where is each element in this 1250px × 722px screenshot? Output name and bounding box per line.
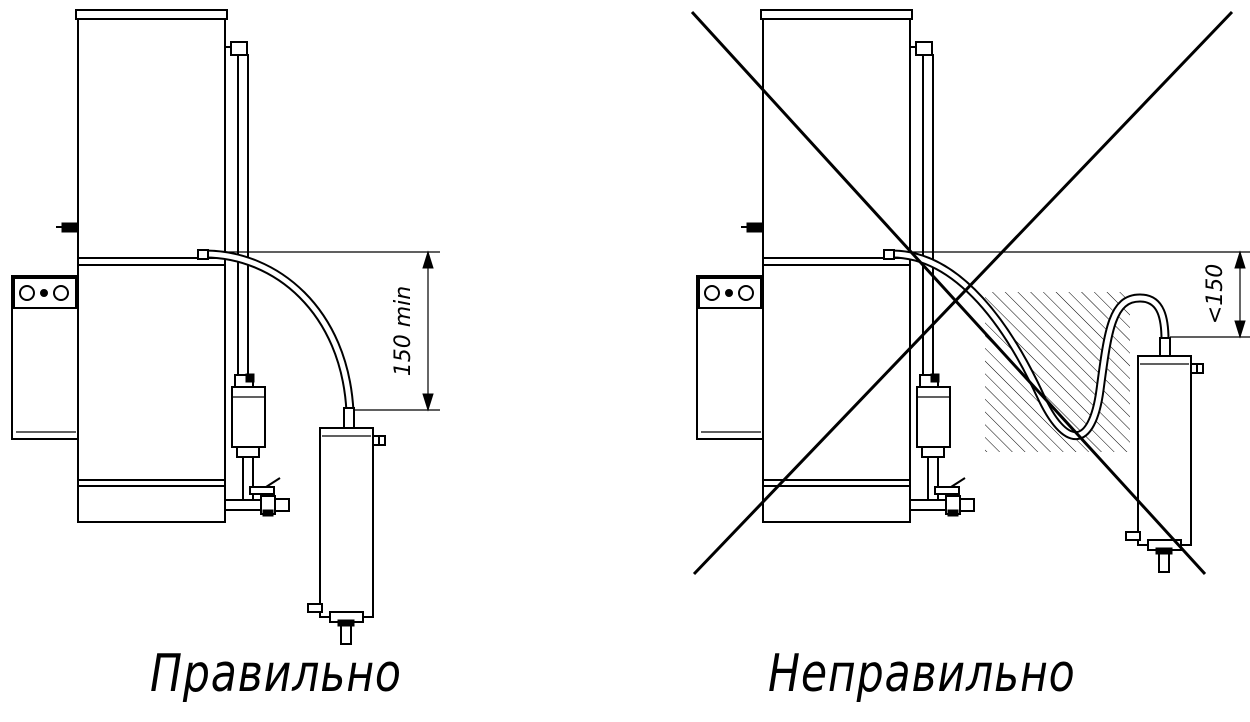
control-box [11, 275, 79, 440]
correct-tank [307, 427, 386, 645]
incorrect-distiller-group: <150 [690, 9, 1250, 576]
distiller-column [77, 16, 226, 523]
incorrect-dimension-label: <150 [1203, 264, 1228, 324]
correct-dimension: 150 min [225, 250, 440, 412]
distiller-column [762, 16, 911, 523]
cross-out-mark [690, 10, 1234, 576]
incorrect-caption: Неправильно [768, 644, 1076, 704]
incorrect-tank [1125, 355, 1204, 573]
correct-hose [197, 249, 355, 429]
control-box [696, 275, 764, 440]
water-pipe [224, 41, 290, 517]
correct-caption: Правильно [150, 644, 402, 704]
column-lid [75, 9, 228, 20]
correct-dimension-label: 150 min [391, 286, 416, 376]
filter-housing [916, 386, 951, 448]
incorrect-hose [883, 249, 1171, 441]
correct-distiller-group: 150 min [11, 9, 440, 645]
incorrect-dimension: <150 [910, 250, 1250, 339]
water-pipe [909, 41, 975, 517]
column-lid [760, 9, 913, 20]
filter-housing [231, 386, 266, 448]
